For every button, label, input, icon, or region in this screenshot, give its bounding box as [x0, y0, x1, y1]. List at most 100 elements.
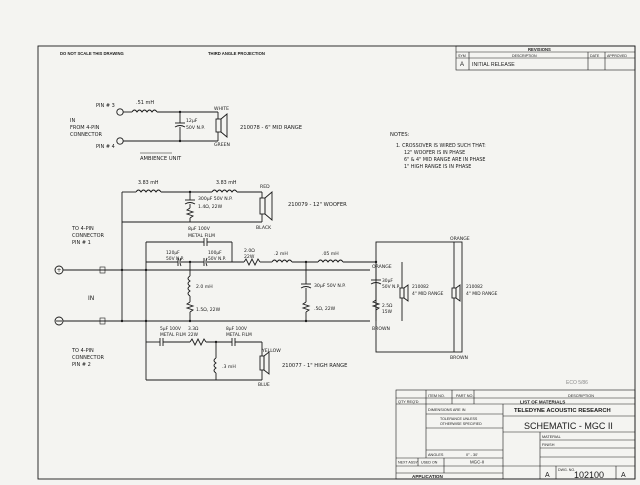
ambience-from-label: FROM 4-PIN: [70, 125, 100, 131]
company-logo-text: TELEDYNE ACOUSTIC RESEARCH: [514, 408, 611, 414]
rev-col-sym: SYM: [458, 54, 466, 58]
bom-desc-header: DESCRIPTION: [568, 394, 594, 398]
ambience-terminal-bottom: [116, 137, 124, 145]
resistor-15ohm: [185, 301, 195, 313]
woofer-res-label: 1.4Ω, 22W: [198, 204, 223, 210]
title-block: QTY REQ'D ITEM NO. PART NO. DESCRIPTION …: [395, 389, 636, 480]
blue-label: BLUE: [258, 382, 270, 388]
tolerance-line1: TOLERANCE UNLESS: [440, 417, 478, 421]
dimensions-label: DIMENSIONS ARE IN: [428, 408, 466, 412]
tweeter-cap-5uf-type: METAL FILM: [160, 332, 186, 338]
midrange-6-driver: [215, 118, 222, 133]
pin4-label: PIN # 4: [96, 144, 115, 150]
res-25ohm-watts: 15W: [382, 309, 393, 315]
ambience-terminal-top: [116, 108, 124, 116]
bom-title: LIST OF MATERIALS: [520, 400, 565, 405]
tweeter-resistor-33ohm: [189, 337, 207, 347]
ind-02mh-label: .2 mH: [274, 251, 288, 257]
note-line-3: 6" & 4" MID RANGE ARE IN PHASE: [404, 157, 485, 163]
bom-part-header: PART NO.: [456, 394, 474, 398]
main-in-label: IN: [88, 295, 94, 302]
midrange-4-driver-a: [399, 287, 405, 299]
cap-30uf-label: 30µF 50V N.P.: [314, 283, 346, 289]
material-label: MATERIAL: [542, 435, 561, 439]
midrange-4-pair-frame: [375, 241, 463, 353]
main-crossover: TO 4-PIN CONNECTOR PIN # 1 TO 4-PIN CONN…: [54, 180, 498, 388]
woofer-red-label: RED: [260, 184, 270, 190]
tweeter-inductor-label: .3 mH: [222, 364, 236, 370]
woofer-label: 210079 - 12" WOOFER: [288, 202, 347, 208]
tweeter-cap-8uf-value: 8µF 100V: [226, 326, 247, 332]
top-connector-line1: TO 4-PIN: [71, 226, 94, 232]
ambience-connector-label: CONNECTOR: [70, 132, 103, 138]
ambience-inductor: [131, 109, 158, 113]
angles-label: ANGLES: [428, 453, 444, 457]
ind-005mh-label: .05 mH: [322, 251, 339, 257]
woofer-inductor-2: [211, 189, 238, 193]
bom-item-header: ITEM NO.: [428, 394, 445, 398]
mid4-a-desc: 4" MID RANGE: [412, 291, 444, 297]
cap-120-value: 120µF: [166, 250, 180, 256]
orange-label: ORANGE: [372, 264, 392, 270]
inductor-02mh: [271, 259, 293, 263]
brown-label: BROWN: [372, 326, 390, 332]
size-letter: A: [545, 472, 550, 479]
woofer-resistor: [185, 207, 195, 219]
pin3-label: PIN # 3: [96, 103, 115, 109]
brown-bottom-label: BROWN: [450, 355, 468, 361]
cap-30uf-mid-rating: 50V N.P.: [382, 284, 400, 290]
ambience-cap-value: 12µF: [186, 118, 198, 124]
bom-qty-header: QTY REQ'D: [398, 400, 419, 404]
dwg-no-label: DWG. NO.: [558, 468, 575, 472]
ambience-white-label: WHITE: [214, 106, 229, 112]
tweeter-res-value: 3.3Ω: [188, 326, 199, 332]
tweeter-cap-5uf-value: 5µF 100V: [160, 326, 181, 332]
used-on-label: USED ON: [421, 461, 438, 465]
woofer-cap-label: 300µF 50V N.P.: [198, 196, 233, 202]
eco-stamp: ECO 5/86: [566, 380, 588, 386]
woofer-driver: [259, 197, 266, 215]
notes-block: NOTES: 1. CROSSOVER IS WIRED SUCH THAT: …: [390, 132, 486, 170]
res-25ohm-value: 2.5Ω: [382, 303, 393, 309]
tolerance-line2: OTHERWISE SPECIFIED: [440, 422, 482, 426]
note-line-2: 12" WOOFER IS IN PHASE: [404, 150, 465, 156]
next-assy-label: NEXT ASSY: [398, 461, 419, 465]
top-connector-line3: PIN # 1: [72, 240, 91, 246]
note-line-4: 1" HIGH RANGE IS IN PHASE: [404, 164, 471, 170]
mid4-b-desc: 4" MID RANGE: [466, 291, 498, 297]
application-label: APPLICATION: [412, 474, 443, 479]
ambience-unit: PIN # 3 PIN # 4 IN FROM 4-PIN CONNECTOR …: [70, 100, 302, 162]
res-2ohm-value: 2.0Ω: [244, 248, 255, 254]
ambience-cap-rating: 50V N.P.: [186, 125, 205, 131]
ambience-green-label: GREEN: [214, 142, 230, 148]
revisions-title: REVISIONS: [528, 47, 551, 52]
rev-col-date: DATE: [590, 54, 600, 58]
woofer-inductor-1: [135, 189, 162, 193]
revision-letter: A: [621, 472, 626, 479]
inductor-2mh: [187, 275, 191, 297]
resistor-2ohm: [243, 257, 261, 267]
rev-col-approved: APPROVED: [607, 54, 627, 58]
notes-title: NOTES:: [390, 132, 410, 138]
cap-30uf-mid-value: 30µF: [382, 278, 393, 284]
tweeter-cap-8uf-type: METAL FILM: [226, 332, 252, 338]
projection-text: THIRD ANGLE PROJECTION: [208, 51, 265, 56]
rev-col-description: DESCRIPTION: [512, 54, 537, 58]
top-connector-line2: CONNECTOR: [72, 233, 105, 239]
inductor-005mh: [317, 259, 344, 263]
res-2ohm-watts: 22W: [244, 254, 255, 260]
tweeter-driver: [259, 355, 265, 371]
tweeter-label: 210077 - 1" HIGH RANGE: [282, 363, 347, 369]
ambience-unit-title: AMBIENCE UNIT: [140, 156, 182, 162]
drawing-number: 102100: [574, 470, 604, 480]
ind-2mh-label: 2.0 mH: [196, 284, 213, 290]
do-not-scale-text: DO NOT SCALE THIS DRAWING: [60, 51, 124, 56]
cap-100-value: 100µF: [208, 250, 222, 256]
model-label: MGC-II: [470, 460, 484, 465]
tweeter-res-watts: 22W: [188, 332, 199, 338]
res-15ohm-label: 1.5Ω, 22W: [196, 307, 221, 313]
res-05ohm-label: .5Ω, 22W: [314, 306, 336, 312]
midrange-6-label: 210078 - 6" MID RANGE: [240, 125, 302, 131]
bottom-connector-line1: TO 4-PIN: [71, 348, 94, 354]
